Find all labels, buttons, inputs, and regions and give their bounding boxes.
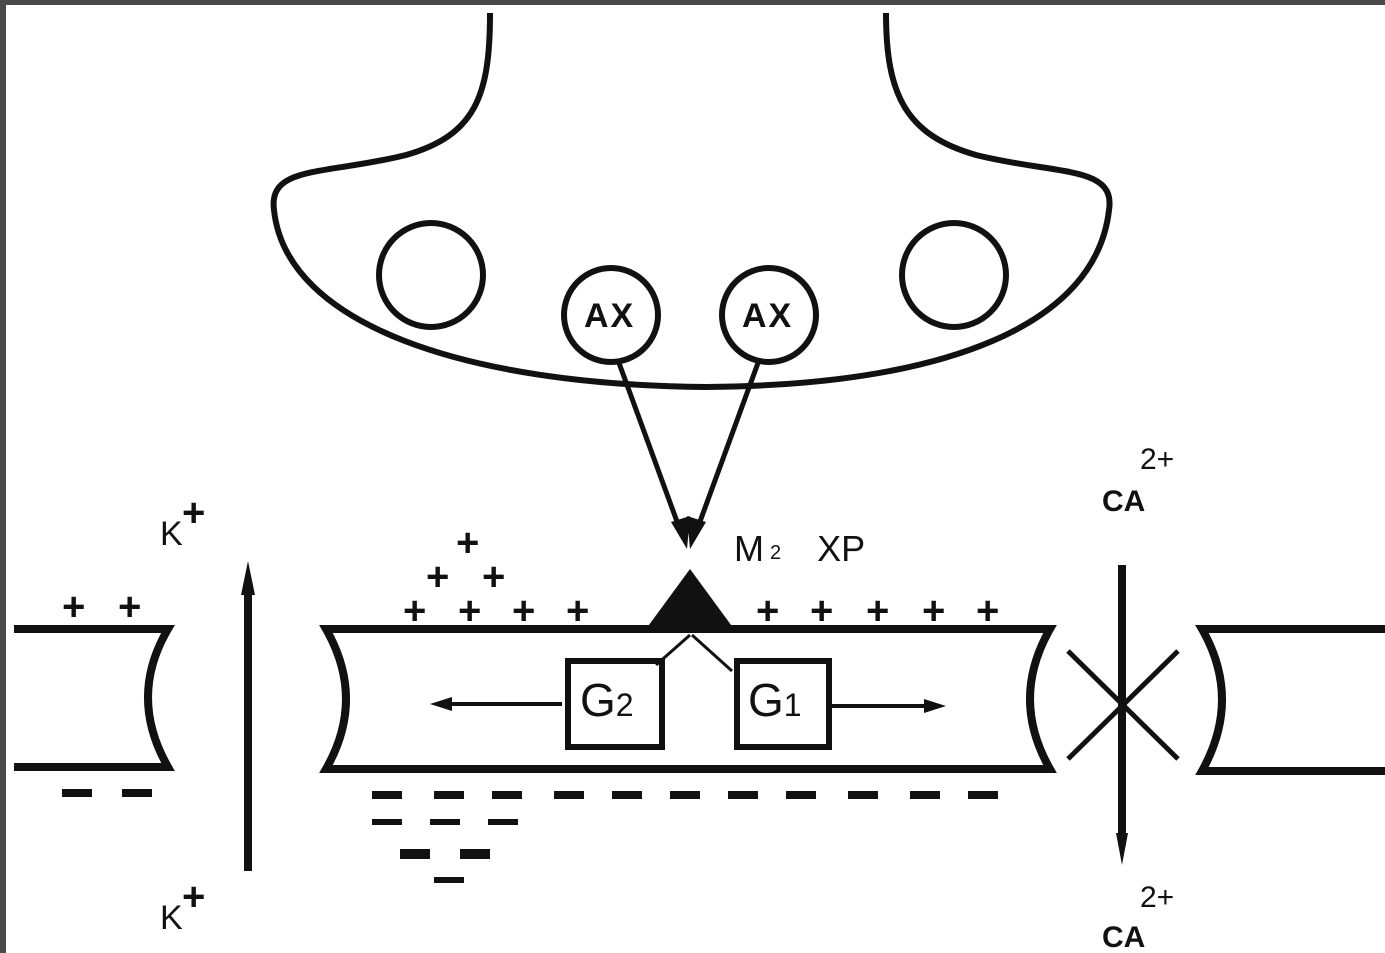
plus-sign: + — [482, 557, 505, 597]
g2-arrow-head — [430, 697, 452, 711]
vesicle-empty-left — [379, 223, 483, 327]
ca-charge-bottom: 2+ — [1140, 883, 1174, 913]
minus-sign — [430, 819, 460, 825]
k-channel-arrow-head — [241, 561, 255, 595]
g1-letter: G — [748, 674, 784, 726]
plus-sign: + — [922, 591, 945, 631]
minus-sign — [488, 819, 518, 825]
ca-channel-arrow-head — [1116, 833, 1128, 865]
right-cell-segment — [1202, 629, 1385, 771]
minus-sign — [460, 849, 490, 859]
g1-label: G1 — [748, 677, 802, 723]
plus-sign: + — [810, 591, 833, 631]
minus-sign — [848, 791, 878, 799]
plus-sign: + — [62, 587, 85, 627]
plus-sign: + — [403, 591, 426, 631]
minus-sign — [62, 789, 92, 797]
minus-sign — [372, 819, 402, 825]
plus-sign: + — [512, 591, 535, 631]
minus-sign — [400, 849, 430, 859]
plus-sign: + — [456, 523, 479, 563]
plus-sign: + — [566, 591, 589, 631]
k-symbol: K — [160, 899, 183, 937]
minus-sign — [728, 791, 758, 799]
plus-sign: + — [458, 591, 481, 631]
m2-receptor — [646, 569, 734, 629]
plus-sign: + — [426, 557, 449, 597]
minus-sign — [434, 877, 464, 883]
minus-sign — [434, 791, 464, 799]
ca-ion-bottom-label: CA — [1102, 923, 1145, 953]
minus-sign — [554, 791, 584, 799]
receptor-name: M — [734, 528, 764, 569]
minus-sign — [372, 791, 402, 799]
negative-charges — [62, 789, 998, 883]
vesicle-ax-right-label: AX — [742, 299, 793, 333]
ca-ion-top-label: CA — [1102, 487, 1145, 517]
receptor-type: XP — [817, 528, 865, 569]
k-ion-top-label: K + — [160, 517, 183, 551]
minus-sign — [786, 791, 816, 799]
minus-sign — [612, 791, 642, 799]
g2-label: G2 — [580, 677, 634, 723]
minus-sign — [492, 791, 522, 799]
presynaptic-terminal-outline — [274, 13, 1110, 387]
release-arrow-right-head — [687, 516, 706, 549]
release-arrow-left-head — [671, 516, 690, 549]
receptor-link-g1 — [692, 635, 732, 671]
g1-arrow-head — [924, 699, 946, 713]
plus-sign: + — [756, 591, 779, 631]
minus-sign — [910, 791, 940, 799]
plus-sign: + — [976, 591, 999, 631]
postsynaptic-membrane — [326, 629, 1050, 769]
k-charge: + — [182, 877, 205, 917]
k-charge: + — [182, 493, 205, 533]
minus-sign — [670, 791, 700, 799]
left-cell-segment — [14, 629, 168, 767]
g2-subscript: 2 — [616, 687, 634, 723]
vesicle-ax-left-label: AX — [584, 299, 635, 333]
plus-sign: + — [118, 587, 141, 627]
synapse-drawing — [6, 5, 1385, 953]
g1-subscript: 1 — [784, 687, 802, 723]
g2-letter: G — [580, 674, 616, 726]
receptor-subscript: 2 — [770, 542, 781, 564]
plus-sign: + — [866, 591, 889, 631]
vesicle-empty-right — [902, 223, 1006, 327]
ca-charge-top: 2+ — [1140, 445, 1174, 475]
minus-sign — [122, 789, 152, 797]
k-symbol: K — [160, 515, 183, 553]
k-ion-bottom-label: K + — [160, 901, 183, 935]
minus-sign — [968, 791, 998, 799]
